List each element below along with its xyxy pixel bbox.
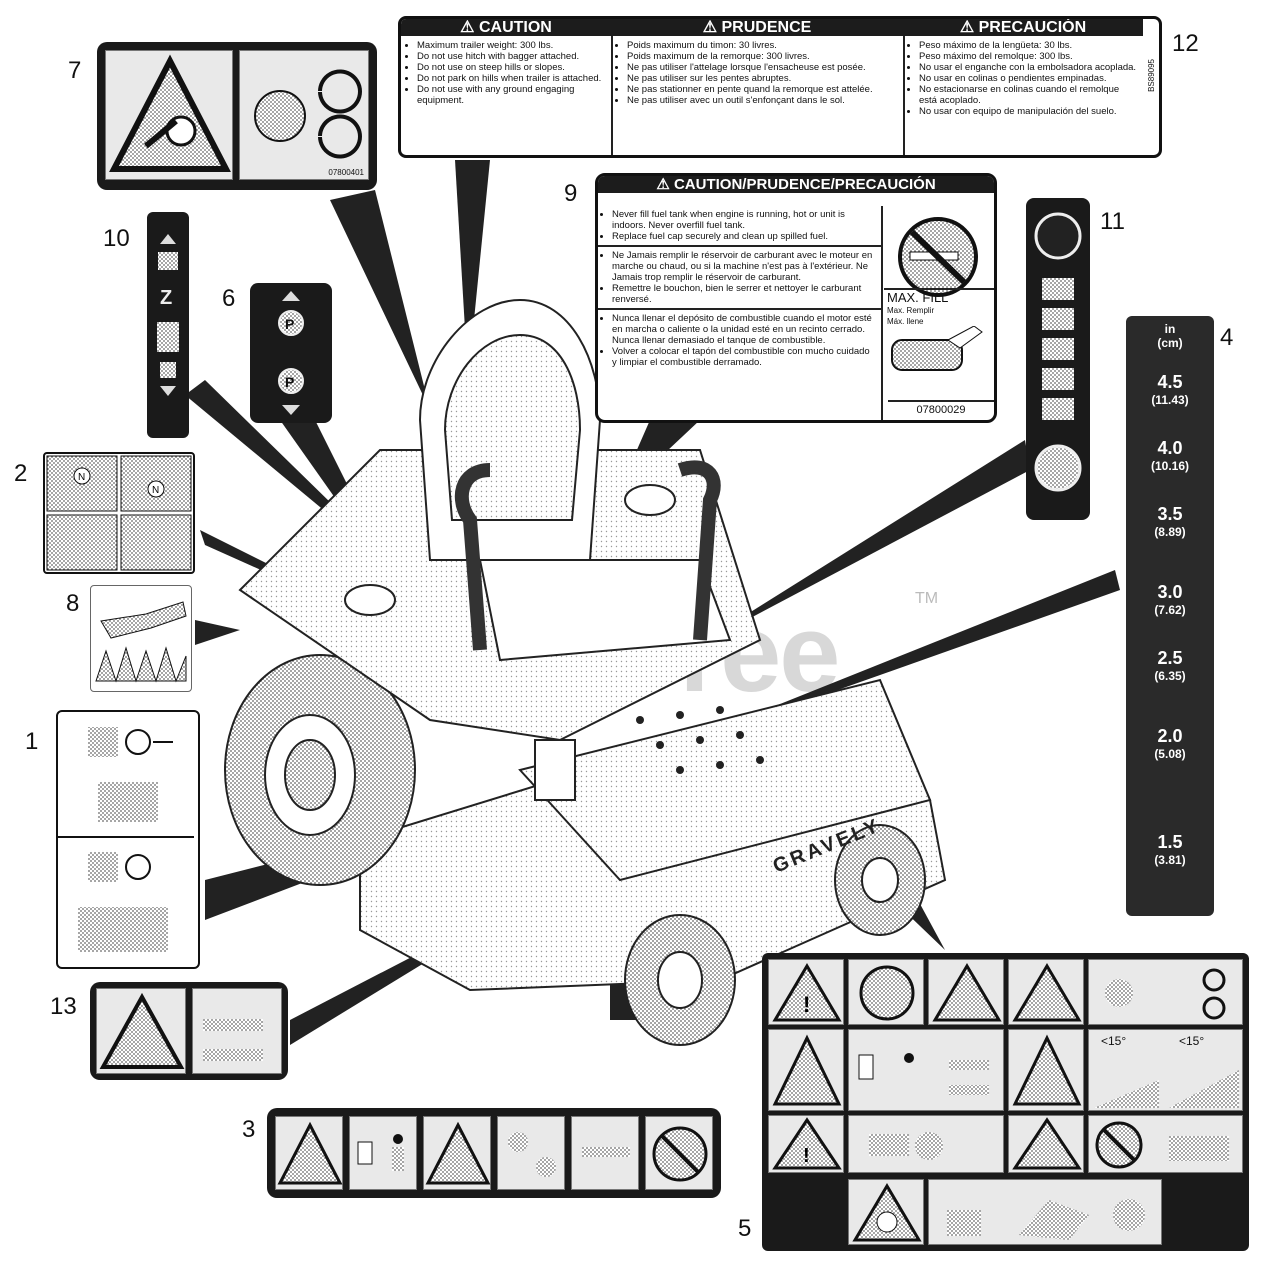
no-passenger-icon xyxy=(1095,1121,1229,1169)
callout-13: 13 xyxy=(50,993,77,1020)
general-warning-icon: ! xyxy=(772,963,842,1022)
warning-triangle-icon: ⚠ xyxy=(959,19,979,36)
decal-7-part-number: 07800401 xyxy=(328,168,364,177)
decal-12-header-es: ⚠ PRECAUCIÓN xyxy=(903,19,1143,36)
callout-12: 12 xyxy=(1172,30,1199,57)
decal-12-part-number: BS89095 xyxy=(1147,59,1156,92)
callout-7: 7 xyxy=(68,57,82,84)
decal-1-pto-hitch xyxy=(56,710,200,969)
max-fill-es: Máx. llene xyxy=(887,317,924,326)
hand-cut-warning-icon xyxy=(425,1121,491,1185)
leader-11 xyxy=(690,440,1030,650)
slope-tip-warning-icon xyxy=(1012,1117,1082,1170)
operator-position-icon xyxy=(869,1132,943,1160)
gauge-mark-2-5: 2.5(6.35) xyxy=(1154,648,1186,683)
park-p-top: P xyxy=(285,316,294,332)
decal-9-fuel-caution: ⚠ CAUTION/PRUDENCE/PRECAUCIÓN Never fill… xyxy=(595,173,997,423)
bystander-distance-icon xyxy=(858,1053,989,1095)
slip-warning-icon xyxy=(277,1121,343,1185)
decal-9-list-fr: Ne Jamais remplir le réservoir de carbur… xyxy=(598,247,881,310)
max-fill-label: MAX. FILL xyxy=(887,290,949,305)
decal-11-throttle-indicator xyxy=(1026,198,1090,520)
decal-12-list-fr: Poids maximum du timon: 30 livres. Poids… xyxy=(617,40,897,106)
decal-3-safety-strip xyxy=(267,1108,721,1198)
gauge-mark-3-5: 3.5(8.89) xyxy=(1154,504,1186,539)
callout-2: 2 xyxy=(14,460,28,487)
callout-4: 4 xyxy=(1220,324,1234,351)
decal-4-cutting-height-gauge: in (cm) 4.5(11.43) 4.0(10.16) 3.5(8.89) … xyxy=(1126,316,1214,916)
decal-9-list-es: Nunca llenar el depósito de combustible … xyxy=(598,310,881,371)
leader-8 xyxy=(195,620,240,645)
rotating-belt-icon-3 xyxy=(1105,968,1226,1020)
gauge-mark-3-0: 3.0(7.62) xyxy=(1154,582,1186,617)
decal-12-list-es: Peso máximo de la lengüeta: 30 lbs. Peso… xyxy=(909,40,1137,117)
decal-8-hand-blade-warning xyxy=(90,585,192,692)
warning-triangle-icon: ⚠ xyxy=(702,19,722,36)
decal-12-header-en: ⚠ CAUTION xyxy=(401,19,611,36)
warning-triangle-icon: ⚠ xyxy=(656,176,674,193)
callout-5: 5 xyxy=(738,1215,752,1242)
decal-12-list-en: Maximum trailer weight: 300 lbs. Do not … xyxy=(407,40,605,106)
gauge-mark-2-0: 2.0(5.08) xyxy=(1154,726,1186,761)
neutral-n-icon-2: N xyxy=(152,485,159,496)
slope-limit-2: <15° xyxy=(1179,1034,1205,1048)
decal-9-part-number: 07800029 xyxy=(888,400,994,416)
slope-limit-1: <15° xyxy=(1101,1034,1127,1048)
decal-2-steering-controls: N N xyxy=(43,452,195,574)
max-fill-panel: MAX. FILL Max. Remplir Máx. llene xyxy=(884,288,994,385)
slope-angle-icon xyxy=(1094,1070,1239,1108)
entanglement-warning-icon xyxy=(1012,963,1082,1022)
callout-10: 10 xyxy=(103,225,130,252)
mower-body xyxy=(224,298,947,1046)
hand-entanglement-warning-icon xyxy=(109,54,231,172)
callout-1: 1 xyxy=(25,728,39,755)
hand-cut-warning-icon-2 xyxy=(932,963,1002,1022)
max-fill-fr: Max. Remplir xyxy=(887,306,935,315)
watermark-tm: TM xyxy=(915,590,939,607)
neutral-z-label: Z xyxy=(160,287,172,309)
gauge-mark-4-0: 4.0(10.16) xyxy=(1150,438,1190,473)
svg-text:!: ! xyxy=(803,1145,810,1167)
no-smoking-icon xyxy=(888,212,988,302)
thrown-object-warning-icon-2 xyxy=(772,1034,842,1106)
slope-rollover-warning-icon xyxy=(1012,1034,1082,1106)
svg-text:!: ! xyxy=(803,992,810,1017)
blade-contact-warning-icon xyxy=(852,1183,922,1242)
decal-6-parking-brake: P P xyxy=(250,283,332,423)
callout-11: 11 xyxy=(1100,208,1125,235)
read-manual-icon xyxy=(357,1134,404,1171)
thrown-object-warning-icon xyxy=(99,992,185,1069)
neutral-n-icon: N xyxy=(78,472,85,483)
callout-6: 6 xyxy=(222,285,236,312)
fuel-tank-icon xyxy=(891,326,983,371)
read-manual-icon-2 xyxy=(859,965,915,1021)
callout-9: 9 xyxy=(564,180,578,207)
rotating-belt-icon xyxy=(254,69,362,159)
key-removal-icon xyxy=(582,1147,630,1157)
deck-guard-icon xyxy=(203,1019,263,1061)
leader-7 xyxy=(330,190,430,410)
decal-10-control-strip: Z xyxy=(147,212,189,438)
gauge-unit: in (cm) xyxy=(1157,322,1183,350)
callout-3: 3 xyxy=(242,1116,256,1143)
decal-9-list-en: Never fill fuel tank when engine is runn… xyxy=(598,206,881,247)
decal-5-safety-grid: ! <15° <15° ! xyxy=(762,953,1249,1251)
callout-8: 8 xyxy=(66,590,80,617)
decal-9-header: ⚠ CAUTION/PRUDENCE/PRECAUCIÓN xyxy=(598,176,994,193)
rotating-belt-icon-2 xyxy=(508,1132,556,1177)
decal-12-header-fr: ⚠ PRUDENCE xyxy=(611,19,903,36)
service-procedure-icon xyxy=(947,1199,1145,1240)
decal-13-deck-warning xyxy=(90,982,288,1080)
gauge-mark-1-5: 1.5(3.81) xyxy=(1154,832,1186,867)
park-p-bottom: P xyxy=(285,374,294,390)
warning-triangle-icon: ⚠ xyxy=(460,19,479,36)
gauge-mark-4-5: 4.5(11.43) xyxy=(1151,372,1189,407)
no-riders-icon xyxy=(652,1126,708,1182)
decal-12-trailer-caution: ⚠ CAUTION Maximum trailer weight: 300 lb… xyxy=(398,16,1162,158)
decal-7-rotating-parts: 07800401 xyxy=(97,42,377,190)
general-warning-icon-2: ! xyxy=(772,1117,842,1170)
leader-12 xyxy=(455,160,490,380)
